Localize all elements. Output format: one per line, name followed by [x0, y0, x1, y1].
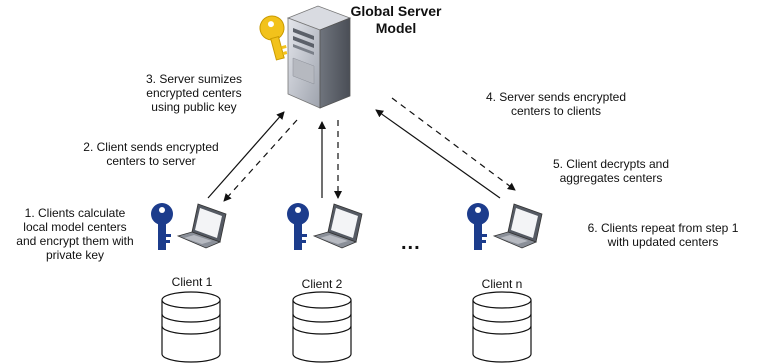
- step-4-line1: 4. Server sends encrypted: [485, 90, 627, 104]
- client-2-keyed-laptop: [287, 203, 363, 250]
- client-n-label: Client n: [481, 277, 523, 291]
- server-title-line1: Global Server: [350, 3, 442, 19]
- step-5-line2: aggregates centers: [559, 171, 663, 185]
- step-5-label: 5. Client decrypts and aggregates center…: [536, 157, 686, 185]
- client-n-keyed-laptop: [467, 203, 543, 250]
- arrow-server-to-clientn: [391, 97, 516, 191]
- arrow-server-to-client1: [223, 119, 298, 202]
- client-1-label: Client 1: [171, 275, 213, 289]
- step-4-line2: centers to clients: [510, 104, 602, 118]
- step-3-label: 3. Server sumizes encrypted centers usin…: [124, 72, 264, 114]
- step-6-label: 6. Clients repeat from step 1 with updat…: [572, 221, 754, 249]
- key-icon: [287, 203, 309, 250]
- step-3-line2: encrypted centers: [146, 86, 242, 100]
- arrows: [207, 97, 516, 202]
- step-2-line2: centers to server: [106, 154, 196, 168]
- server-title-line2: Model: [375, 20, 417, 36]
- client-2-label: Client 2: [301, 277, 343, 291]
- step-6-line1: 6. Clients repeat from step 1: [587, 221, 739, 235]
- step-1-line4: private key: [45, 248, 105, 262]
- server-title: Global Server Model: [336, 3, 456, 37]
- database-cylinder-icon: [292, 291, 352, 363]
- step-5-line1: 5. Client decrypts and: [552, 157, 670, 171]
- step-6-line2: with updated centers: [607, 235, 719, 249]
- step-4-label: 4. Server sends encrypted centers to cli…: [470, 90, 642, 118]
- client-1-keyed-laptop: [151, 203, 227, 250]
- laptop-icon: [312, 203, 363, 249]
- more-clients-ellipsis: ...: [401, 232, 421, 254]
- laptop-icon: [176, 203, 227, 249]
- step-2-line1: 2. Client sends encrypted: [83, 140, 219, 154]
- step-1-line1: 1. Clients calculate: [24, 206, 126, 220]
- step-3-line1: 3. Server sumizes: [145, 72, 243, 86]
- step-1-line3: and encrypt them with: [16, 234, 134, 248]
- step-1-line2: local model centers: [23, 220, 127, 234]
- database-cylinder-icon: [161, 291, 221, 363]
- database-cylinder-icon: [472, 291, 532, 363]
- server-tower-icon: [286, 5, 352, 109]
- arrow-clientn-to-server: [375, 109, 501, 199]
- key-icon: [151, 203, 173, 250]
- step-3-line3: using public key: [151, 100, 237, 114]
- arrow-client1-to-server: [207, 111, 285, 199]
- step-2-label: 2. Client sends encrypted centers to ser…: [70, 140, 232, 168]
- key-icon: [259, 15, 288, 61]
- step-1-label: 1. Clients calculate local model centers…: [6, 206, 144, 262]
- laptop-icon: [492, 203, 543, 249]
- key-icon: [467, 203, 489, 250]
